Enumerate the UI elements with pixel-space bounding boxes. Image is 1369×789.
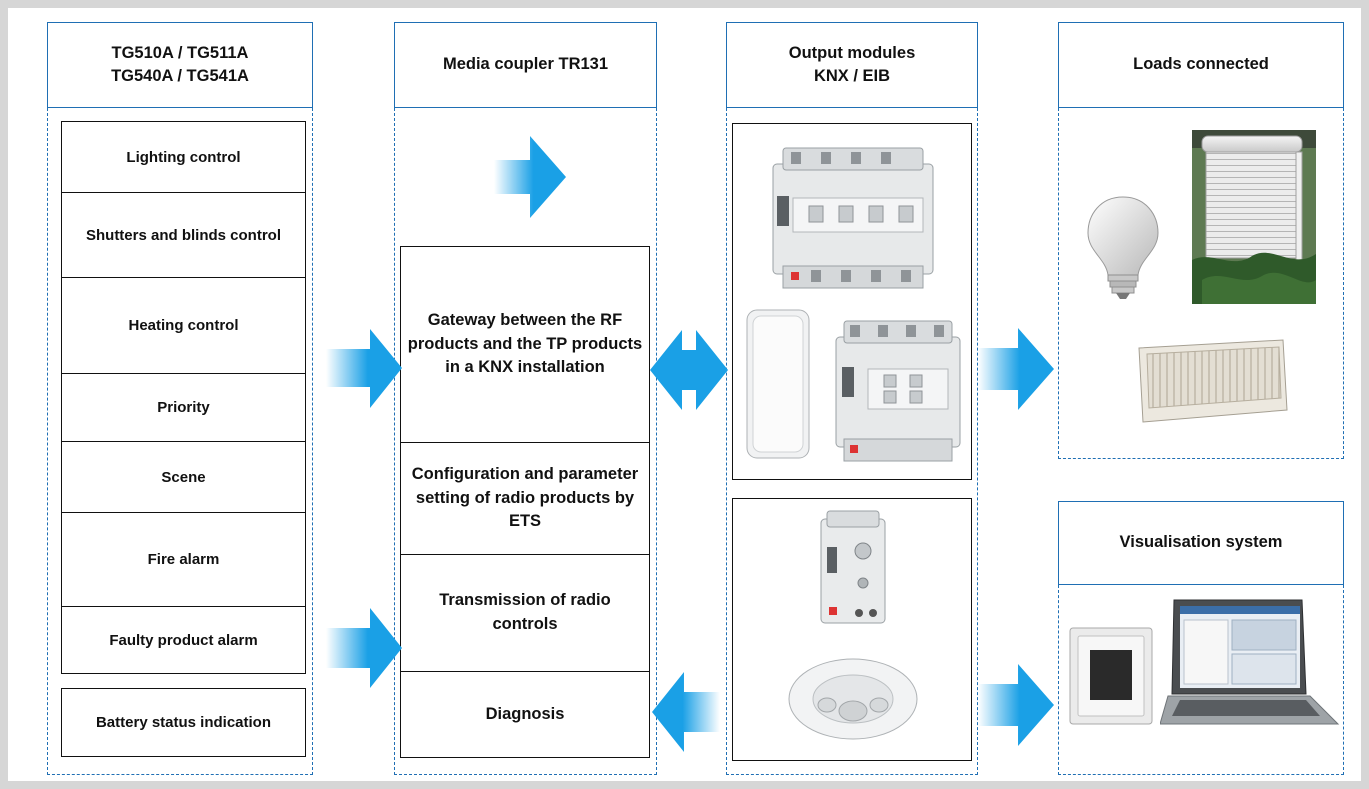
arrow-inputs-to-visualisation: [978, 664, 1054, 746]
arrow-outputs-to-loads: [978, 328, 1054, 410]
output-modules-frame: [732, 123, 972, 480]
arrow-inputs-to-diagnosis: [652, 672, 720, 752]
din-sensor-module-icon: [820, 510, 886, 624]
coupler-role-diagnosis: Diagnosis: [400, 671, 650, 758]
function-fire-alarm: Fire alarm: [61, 512, 306, 607]
function-label: Heating control: [128, 317, 239, 334]
controllers-column: [47, 108, 313, 775]
function-label: Shutters and blinds control: [85, 226, 281, 244]
diagram-canvas: TG510A / TG511A TG540A / TG541A Lighting…: [8, 8, 1361, 781]
outputs-header-line-2: KNX / EIB: [813, 67, 891, 85]
roller-shutter-icon: [1192, 130, 1316, 304]
outputs-header-line-1: Output modules: [788, 43, 916, 62]
coupler-header-label: Media coupler TR131: [442, 55, 609, 74]
electric-heater-icon: [1138, 339, 1288, 423]
coupler-column: [394, 108, 657, 775]
function-label: Fire alarm: [147, 551, 220, 568]
touch-panel-icon: [1069, 627, 1153, 725]
rf-gateway-box-icon: [746, 309, 810, 459]
coupler-role-gateway: Gateway between the RF products and the …: [400, 246, 650, 443]
controllers-header-line-2: TG540A / TG541A: [111, 67, 249, 85]
function-label: Scene: [161, 468, 206, 486]
loads-header: Loads connected: [1058, 22, 1344, 108]
arrow-controllers-to-transmission: [326, 608, 402, 688]
arrow-coupler-outputs-bidirectional: [650, 330, 728, 410]
role-label: Transmission of radio controls: [439, 591, 611, 633]
outputs-column: [726, 108, 978, 775]
visualisation-column: [1058, 585, 1344, 775]
light-bulb-icon: [1087, 196, 1159, 299]
function-label: Faulty product alarm: [109, 631, 258, 649]
loads-header-label: Loads connected: [1133, 55, 1269, 74]
din-module-icon: [772, 147, 934, 289]
arrow-coupler-top-right: [494, 136, 566, 218]
outputs-header: Output modules KNX / EIB: [726, 22, 978, 108]
function-faulty-product-alarm: Faulty product alarm: [61, 606, 306, 674]
function-label: Priority: [157, 399, 210, 416]
controllers-header-line-1: TG510A / TG511A: [111, 43, 249, 62]
arrows-layer: [326, 136, 1054, 752]
motion-detector-icon: [788, 658, 918, 740]
visualisation-header-label: Visualisation system: [1119, 533, 1283, 552]
loads-column: [1058, 108, 1344, 459]
battery-status-indication: Battery status indication: [61, 688, 306, 757]
role-label: Gateway between the RF products and the …: [407, 310, 643, 377]
arrow-controllers-to-gateway: [326, 329, 402, 408]
din-module-small-icon: [835, 320, 961, 462]
coupler-header: Media coupler TR131: [394, 22, 657, 108]
role-label: Diagnosis: [485, 704, 565, 723]
input-devices-frame: [732, 498, 972, 761]
coupler-role-transmission: Transmission of radio controls: [400, 554, 650, 672]
function-label: Lighting control: [126, 148, 241, 166]
role-label: Configuration and parameter setting of r…: [411, 464, 639, 531]
controllers-header: TG510A / TG511A TG540A / TG541A: [47, 22, 313, 108]
function-shutters-blinds-control: Shutters and blinds control: [61, 192, 306, 278]
visualisation-header: Visualisation system: [1058, 501, 1344, 585]
laptop-icon: [1160, 599, 1340, 725]
battery-label: Battery status indication: [95, 714, 272, 731]
